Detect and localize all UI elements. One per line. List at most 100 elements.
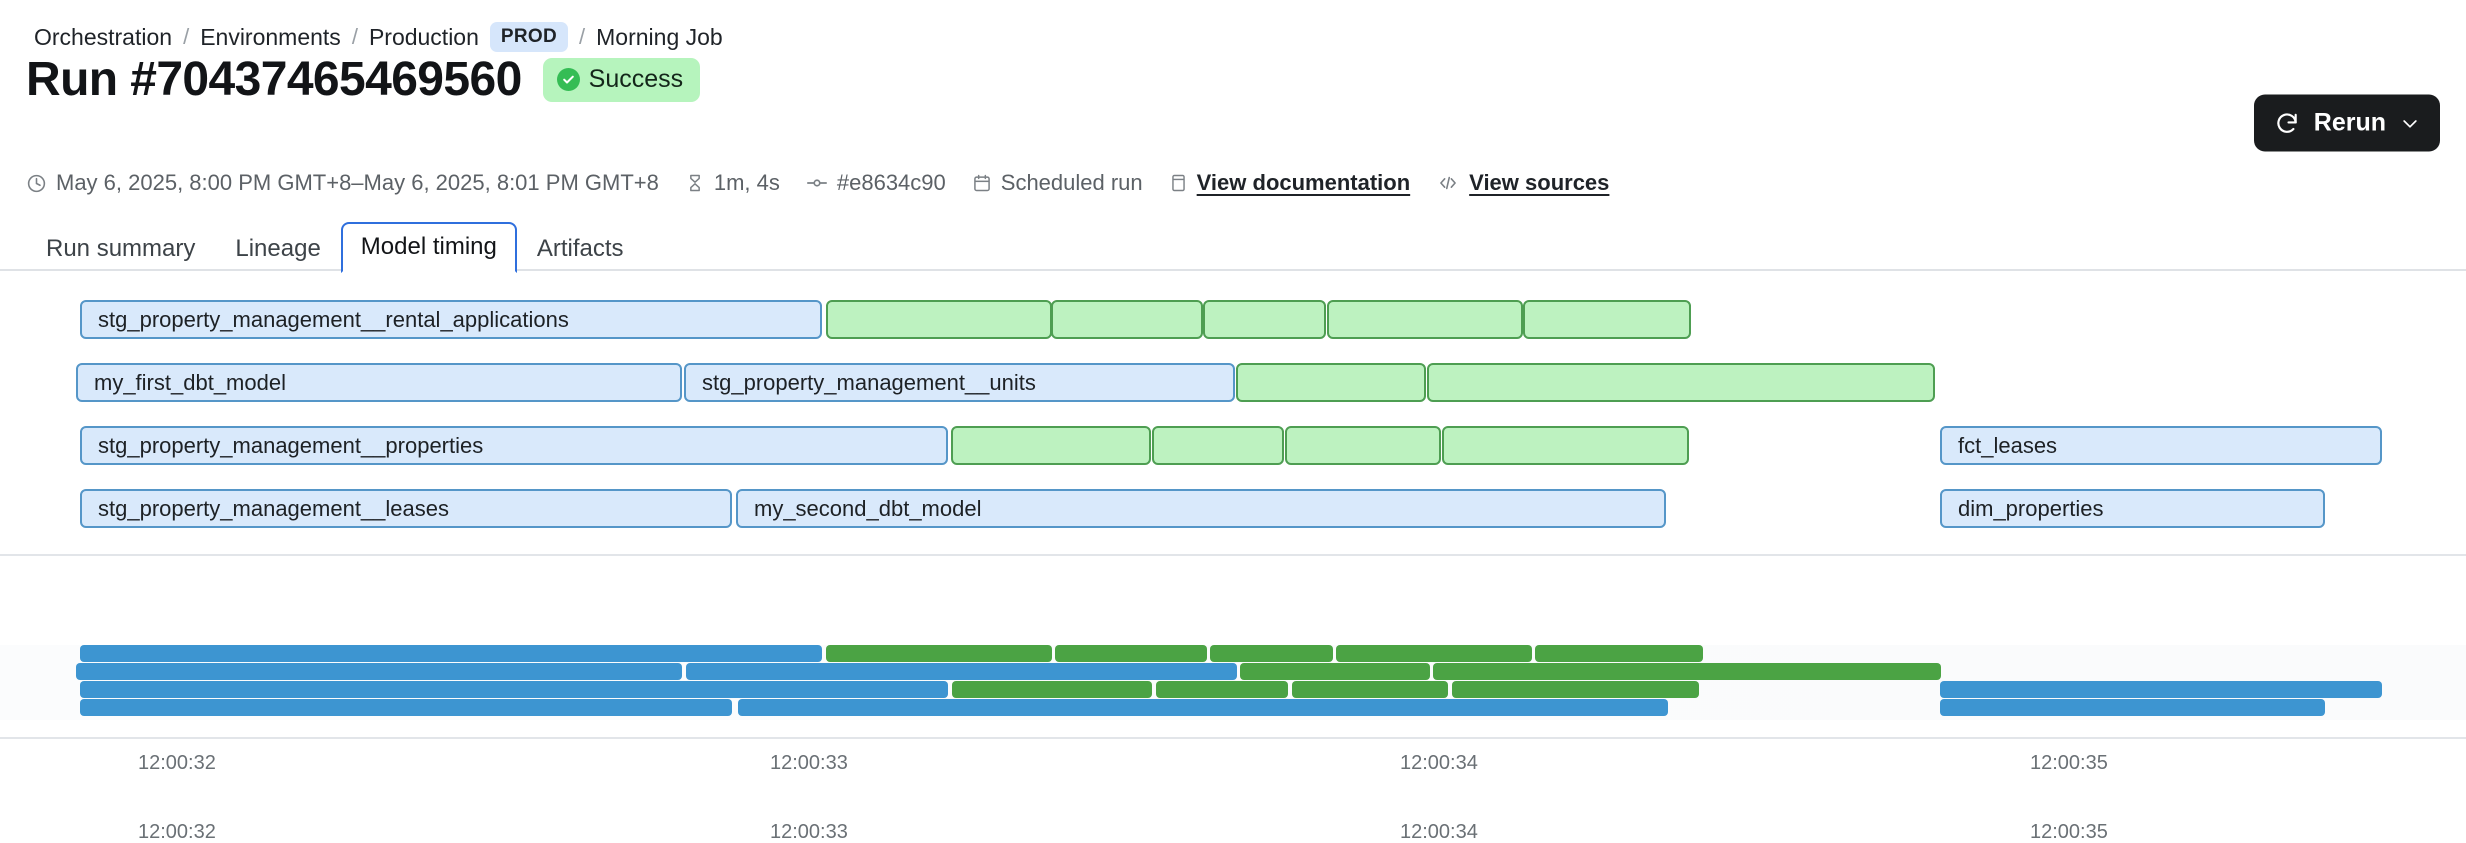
- gantt-bar-label: stg_property_management__rental_applicat…: [98, 306, 569, 332]
- minimap-bar-3-1[interactable]: [738, 699, 1668, 716]
- gantt-bar-label: my_second_dbt_model: [754, 495, 982, 521]
- meta-duration-label: 1m, 4s: [713, 170, 780, 195]
- status-badge-label: Success: [588, 65, 684, 93]
- code-icon: [1436, 173, 1460, 193]
- gantt-bar-test-0-5[interactable]: [1523, 300, 1691, 339]
- tab-bar: Run summary Lineage Model timing Artifac…: [26, 215, 644, 273]
- minimap-tick-label: 12:00:32: [138, 752, 216, 774]
- book-icon: [1169, 173, 1188, 193]
- gantt-bar-test-0-1[interactable]: [826, 300, 1052, 339]
- breadcrumb-item-environments[interactable]: Environments: [200, 23, 341, 50]
- minimap-bar-0-1[interactable]: [826, 645, 1052, 662]
- hourglass-icon: [685, 173, 705, 193]
- minimap-row: [0, 681, 2466, 699]
- gantt-tick-label: 12:00:34: [1400, 821, 1478, 843]
- minimap-row: [0, 645, 2466, 663]
- chevron-down-icon[interactable]: [2400, 113, 2420, 133]
- gantt-bar-test-2-3[interactable]: [1285, 426, 1441, 465]
- breadcrumb-separator: /: [183, 24, 190, 49]
- minimap-bar-3-0[interactable]: [80, 699, 732, 716]
- gantt-bar-label: stg_property_management__properties: [98, 432, 484, 458]
- tab-lineage[interactable]: Lineage: [235, 235, 321, 262]
- gantt-bar-label: fct_leases: [1958, 432, 2058, 458]
- minimap-row: [0, 663, 2466, 681]
- gantt-tick-label: 12:00:33: [770, 821, 848, 843]
- gantt-row: stg_property_management__leases my_second…: [0, 489, 2466, 529]
- minimap-bar-2-0[interactable]: [80, 681, 948, 698]
- gantt-bar-my-second-dbt-model[interactable]: my_second_dbt_model: [736, 489, 1666, 528]
- minimap-row: [0, 699, 2466, 717]
- breadcrumb-item-orchestration[interactable]: Orchestration: [34, 23, 173, 50]
- minimap-bar-0-5[interactable]: [1535, 645, 1703, 662]
- gantt-bar-label: dim_properties: [1958, 495, 2104, 521]
- breadcrumb-item-production[interactable]: Production: [368, 23, 479, 50]
- meta-sources[interactable]: View sources: [1436, 172, 1609, 194]
- gantt-bar-stg-property-management--rental-applications[interactable]: stg_property_management__rental_applicat…: [80, 300, 822, 339]
- minimap-bar-2-4[interactable]: [1452, 681, 1699, 698]
- gantt-bar-my-first-dbt-model[interactable]: my_first_dbt_model: [76, 363, 682, 402]
- breadcrumb-badge-prod: PROD: [489, 22, 569, 52]
- check-circle-icon: [556, 68, 580, 91]
- meta-trigger: Scheduled run: [972, 172, 1143, 194]
- gantt-row: stg_property_management__properties fct_l…: [0, 426, 2466, 466]
- minimap-bar-1-0[interactable]: [76, 663, 682, 680]
- gantt-bar-test-0-2[interactable]: [1051, 300, 1203, 339]
- clock-icon: [26, 173, 47, 194]
- breadcrumb-item-morning-job[interactable]: Morning Job: [596, 23, 723, 50]
- meta-timestamp: May 6, 2025, 8:00 PM GMT+8–May 6, 2025, …: [26, 172, 659, 194]
- minimap-tick-label: 12:00:35: [2030, 752, 2108, 774]
- minimap-bar-1-1[interactable]: [686, 663, 1237, 680]
- gantt-bar-test-0-3[interactable]: [1203, 300, 1326, 339]
- minimap-bar-3-2[interactable]: [1940, 699, 2325, 716]
- run-meta-row: May 6, 2025, 8:00 PM GMT+8–May 6, 2025, …: [26, 172, 1609, 194]
- page-title: Run #70437465469560: [26, 53, 522, 106]
- minimap-bar-0-4[interactable]: [1336, 645, 1532, 662]
- minimap-bar-1-3[interactable]: [1433, 663, 1941, 680]
- meta-timestamp-label: May 6, 2025, 8:00 PM GMT+8–May 6, 2025, …: [56, 170, 659, 195]
- minimap-bar-0-0[interactable]: [80, 645, 822, 662]
- minimap-bar-2-5[interactable]: [1940, 681, 2382, 698]
- gantt-bar-label: my_first_dbt_model: [94, 369, 286, 395]
- breadcrumb-separator: /: [579, 24, 586, 49]
- gantt-bar-test-1-3[interactable]: [1427, 363, 1935, 402]
- tab-artifacts[interactable]: Artifacts: [536, 235, 624, 262]
- gantt-bar-label: stg_property_management__leases: [98, 495, 450, 521]
- minimap-bar-2-3[interactable]: [1292, 681, 1448, 698]
- minimap-bar-1-2[interactable]: [1240, 663, 1430, 680]
- tab-model-timing[interactable]: Model timing: [340, 222, 517, 273]
- gantt-axis-line: [0, 554, 2466, 556]
- rerun-button-label: Rerun: [2313, 108, 2386, 137]
- meta-trigger-label: Scheduled run: [1000, 170, 1143, 195]
- timeline-minimap[interactable]: [0, 645, 2466, 720]
- gantt-bar-test-2-2[interactable]: [1152, 426, 1284, 465]
- gantt-row: stg_property_management__rental_applicat…: [0, 300, 2466, 340]
- gantt-row: my_first_dbt_model stg_property_managemen…: [0, 363, 2466, 403]
- gantt-bar-test-0-4[interactable]: [1327, 300, 1523, 339]
- minimap-bar-2-1[interactable]: [952, 681, 1152, 698]
- model-timing-gantt: stg_property_management__rental_applicat…: [0, 300, 2466, 842]
- meta-commit-label: #e8634c90: [836, 170, 946, 195]
- gantt-bar-stg-property-management--leases[interactable]: stg_property_management__leases: [80, 489, 732, 528]
- minimap-tick-label: 12:00:33: [770, 752, 848, 774]
- gantt-bar-test-2-4[interactable]: [1442, 426, 1689, 465]
- gantt-bar-stg-property-management--properties[interactable]: stg_property_management__properties: [80, 426, 948, 465]
- meta-documentation[interactable]: View documentation: [1169, 170, 1411, 195]
- breadcrumb-separator: /: [351, 24, 358, 49]
- gantt-bar-test-1-2[interactable]: [1236, 363, 1426, 402]
- meta-documentation-link[interactable]: View documentation: [1196, 170, 1411, 195]
- gantt-tick-label: 12:00:32: [138, 821, 216, 843]
- minimap-bar-2-2[interactable]: [1156, 681, 1288, 698]
- tab-run-summary[interactable]: Run summary: [46, 235, 196, 262]
- title-row: Run #70437465469560 Success: [26, 53, 701, 106]
- gantt-bar-label: stg_property_management__units: [702, 369, 1036, 395]
- minimap-bar-0-3[interactable]: [1210, 645, 1333, 662]
- gantt-bar-test-2-1[interactable]: [951, 426, 1151, 465]
- gantt-bar-stg-property-management--units[interactable]: stg_property_management__units: [684, 363, 1235, 402]
- meta-commit: #e8634c90: [806, 172, 946, 194]
- breadcrumb: Orchestration / Environments / Productio…: [34, 22, 723, 52]
- minimap-bar-0-2[interactable]: [1055, 645, 1207, 662]
- meta-sources-link[interactable]: View sources: [1469, 170, 1610, 195]
- gantt-bar-fct-leases[interactable]: fct_leases: [1940, 426, 2382, 465]
- gantt-bar-dim-properties[interactable]: dim_properties: [1940, 489, 2325, 528]
- rerun-button[interactable]: Rerun: [2253, 94, 2440, 152]
